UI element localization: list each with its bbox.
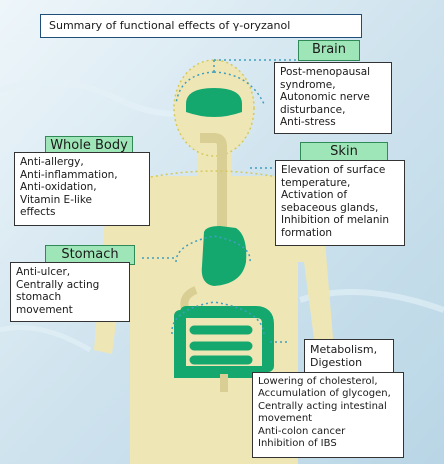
stomach-effect: Centrally acting (16, 278, 100, 291)
metabolism-effect: Anti-colon cancer (258, 425, 346, 437)
metabolism-effects-box: Lowering of cholesterol, Accumulation of… (252, 372, 404, 458)
brain-label: Brain (298, 40, 360, 61)
brain-effect: syndrome, (280, 78, 336, 91)
stomach-effects-box: Anti-ulcer, Centrally acting stomach mov… (10, 262, 130, 322)
skin-effect: formation (281, 226, 333, 239)
whole-body-effect: Anti-inflammation, (20, 168, 118, 181)
intestine-shape (174, 306, 274, 378)
stomach-effect: stomach (16, 291, 62, 304)
stomach-shape (201, 226, 247, 286)
whole-body-label: Whole Body (45, 136, 133, 156)
brain-shape (186, 88, 242, 117)
skin-effect: Elevation of surface (281, 164, 386, 176)
skin-effect: Activation of (281, 189, 348, 202)
stomach-effect: movement (16, 303, 73, 316)
skin-label: Skin (300, 142, 388, 162)
brain-effect: disturbance, (280, 103, 346, 116)
brain-effect: Autonomic nerve (280, 91, 370, 104)
skin-effect: Inhibition of melanin (281, 214, 390, 227)
metabolism-effect: Centrally acting intestinal (258, 400, 387, 412)
stomach-effect: Anti-ulcer, (16, 266, 71, 278)
brain-effects-box: Post-menopausal syndrome, Autonomic nerv… (274, 62, 392, 134)
brain-effect: Post-menopausal (280, 66, 371, 78)
metabolism-label-line: Metabolism, (310, 343, 378, 356)
skin-effects-box: Elevation of surface temperature, Activa… (275, 160, 405, 246)
connector-lines (140, 59, 300, 343)
metabolism-effect: Inhibition of IBS (258, 438, 337, 450)
skin-effect: sebaceous glands, (281, 201, 379, 214)
metabolism-effect: Lowering of cholesterol, (258, 376, 378, 387)
metabolism-label-box: Metabolism, Digestion (304, 339, 394, 373)
brain-effect: Anti-stress (280, 116, 336, 129)
whole-body-effect: Anti-allergy, (20, 156, 84, 168)
metabolism-effect: Accumulation of glycogen, (258, 388, 391, 400)
metabolism-effect: movement (258, 413, 313, 425)
whole-body-effect: Anti-oxidation, (20, 181, 97, 194)
esophagus-shape (200, 133, 227, 232)
metabolism-label-line: Digestion (310, 356, 363, 369)
whole-body-effect: Vitamin E-like (20, 193, 92, 206)
whole-body-effects-box: Anti-allergy, Anti-inflammation, Anti-ox… (14, 152, 150, 226)
skin-effect: temperature, (281, 176, 351, 189)
whole-body-effect: effects (20, 206, 56, 219)
page-title: Summary of functional effects of γ-oryza… (40, 14, 362, 38)
